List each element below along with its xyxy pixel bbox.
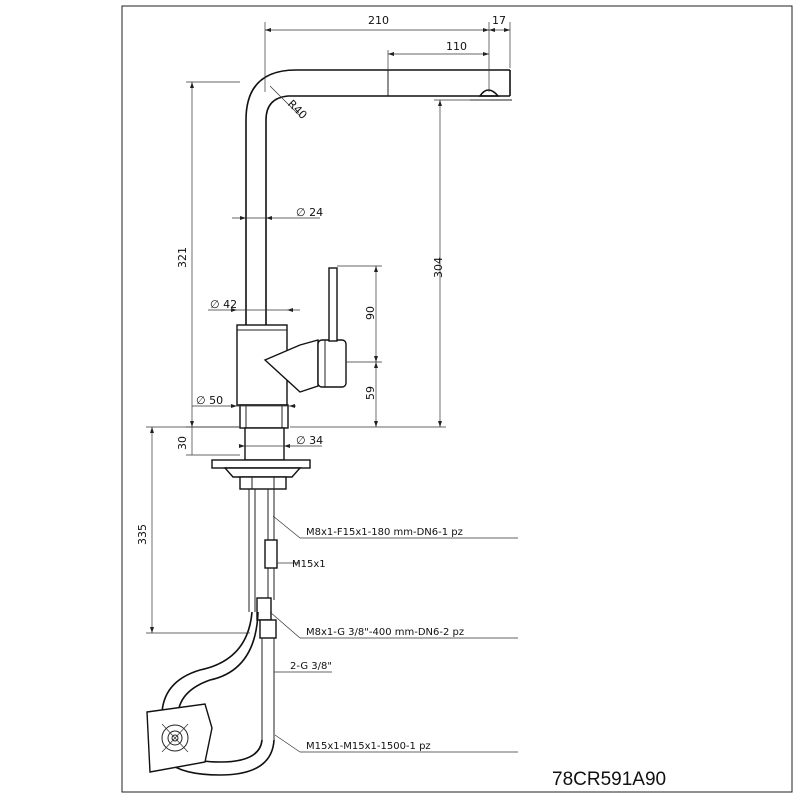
- dim-diameter-50: ∅ 50: [196, 394, 223, 407]
- supply-hoses: [159, 489, 278, 776]
- model-code: 78CR591A90: [552, 769, 666, 790]
- dim-diameter-42: ∅ 42: [210, 298, 237, 311]
- callout-hose-1500: M15x1-M15x1-1500-1 pz: [306, 741, 431, 752]
- dim-30: 30: [176, 436, 189, 450]
- dim-r40: R40: [285, 97, 309, 121]
- dim-110: 110: [446, 40, 467, 53]
- dim-90: 90: [364, 306, 377, 320]
- lever-handle: [328, 267, 338, 342]
- drawing-frame: [121, 5, 793, 793]
- mounting-plate: [211, 459, 311, 490]
- faucet-body: [236, 267, 347, 461]
- callout-m15x1: M15x1: [292, 559, 326, 570]
- dimension-lines: [146, 22, 518, 753]
- dim-304: 304: [432, 257, 445, 278]
- dim-321: 321: [176, 247, 189, 268]
- counterweight: [146, 703, 213, 773]
- dim-210: 210: [368, 14, 389, 27]
- callout-inlet-g38: 2-G 3/8": [290, 661, 332, 672]
- dim-59: 59: [364, 386, 377, 400]
- faucet-spout: [245, 69, 512, 325]
- callout-hose-400: M8x1-G 3/8"-400 mm-DN6-2 pz: [306, 627, 464, 638]
- dim-diameter-24: ∅ 24: [296, 206, 323, 219]
- callout-hose-180: M8x1-F15x1-180 mm-DN6-1 pz: [306, 527, 463, 538]
- dim-diameter-34: ∅ 34: [296, 434, 323, 447]
- dim-17: 17: [492, 14, 506, 27]
- dim-335: 335: [136, 524, 149, 545]
